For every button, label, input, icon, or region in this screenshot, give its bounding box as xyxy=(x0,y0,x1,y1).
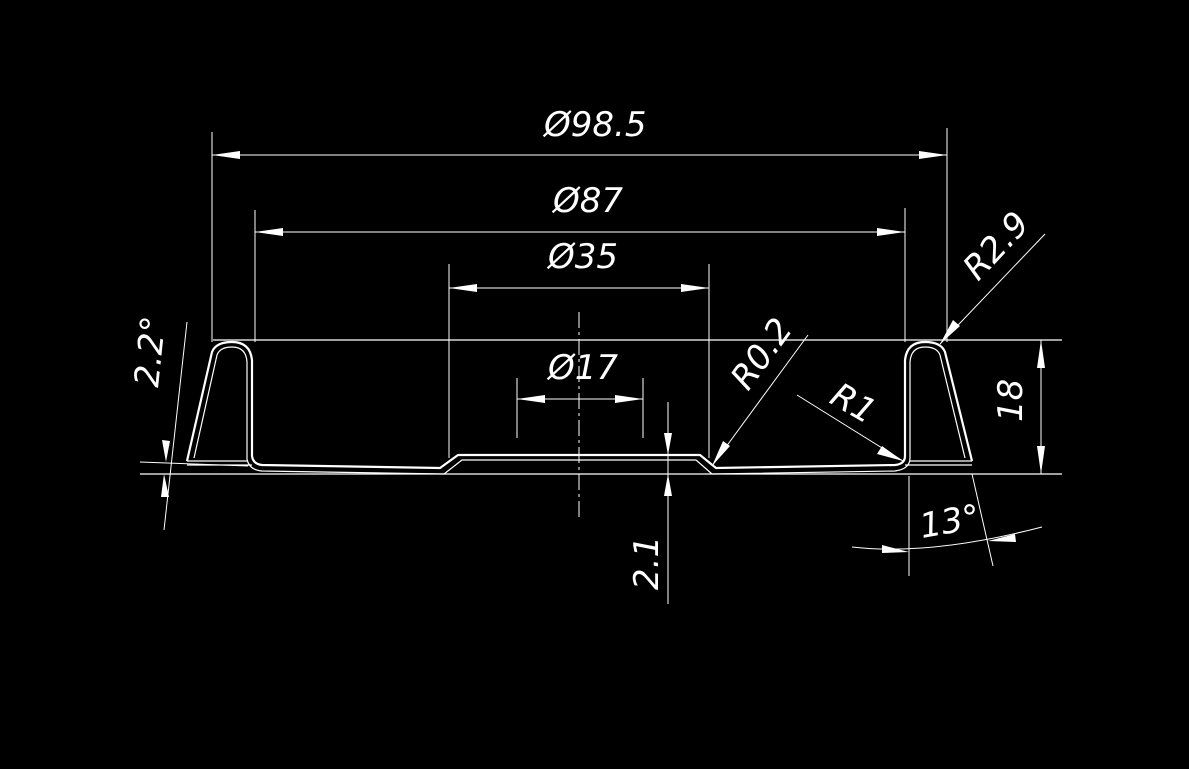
dim-dia-17 xyxy=(516,378,644,438)
dim-text-radius-0-2: R0.2 xyxy=(723,311,801,397)
dim-text-dia-87: Ø87 xyxy=(551,181,623,221)
dim-text-radius-2-9: R2.9 xyxy=(955,204,1037,288)
dim-text-dia-17: Ø17 xyxy=(546,348,618,388)
dim-angle-13 xyxy=(851,473,1043,576)
dim-text-depth-2-1: 2.1 xyxy=(627,536,667,590)
dim-angle-2-2 xyxy=(139,321,249,531)
dim-text-dia-98-5: Ø98.5 xyxy=(542,105,646,145)
dim-text-height-18: 18 xyxy=(991,379,1031,422)
dim-dia-98-5 xyxy=(211,128,948,342)
dim-text-radius-1: R1 xyxy=(824,375,883,432)
dim-radius-0-2 xyxy=(711,334,809,467)
dim-text-dia-35: Ø35 xyxy=(546,237,618,277)
dim-dia-35 xyxy=(448,264,710,458)
dim-height-18 xyxy=(1037,340,1045,474)
dim-depth-2-1 xyxy=(640,402,700,604)
dim-text-angle-2-2: 2.2° xyxy=(127,314,174,389)
dim-text-angle-13: 13° xyxy=(917,497,983,547)
dim-dia-87 xyxy=(254,208,906,342)
dim-radius-1 xyxy=(796,394,904,462)
dim-radius-2-9 xyxy=(939,233,1046,345)
